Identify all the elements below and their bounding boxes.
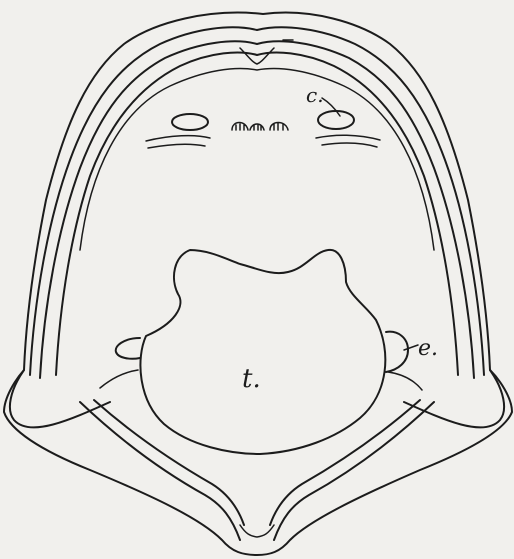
left-palatine-line bbox=[146, 136, 210, 141]
vomerine-teeth-left bbox=[232, 123, 248, 131]
eustachian-right bbox=[386, 332, 408, 372]
mandible-right-inner bbox=[270, 400, 420, 525]
eustachian-leader-line bbox=[404, 345, 418, 350]
choana-right bbox=[318, 111, 354, 129]
pharynx-right bbox=[388, 372, 422, 390]
right-palatine-line bbox=[316, 135, 380, 140]
eustachian-label: e. bbox=[418, 336, 438, 361]
choana-label: c. bbox=[306, 83, 324, 107]
tongue-label: t. bbox=[242, 364, 261, 394]
vomerine-teeth-middle bbox=[250, 124, 264, 130]
jaw-angle-left bbox=[10, 370, 110, 427]
eustachian-left bbox=[116, 338, 140, 359]
left-palatine-line-2 bbox=[148, 144, 205, 148]
palate-rim-line bbox=[80, 69, 434, 250]
pharynx-left bbox=[100, 370, 138, 388]
vomerine-teeth-right bbox=[270, 123, 288, 131]
choana-left bbox=[172, 114, 208, 130]
outer-jaw-outline bbox=[4, 13, 512, 555]
mandible-symphysis bbox=[240, 525, 274, 537]
jaw-angle-right bbox=[404, 370, 504, 427]
right-palatine-line-2 bbox=[322, 143, 377, 147]
upper-jaw-rim-1 bbox=[30, 27, 484, 375]
tongue-outline bbox=[140, 250, 385, 454]
mandible-left bbox=[80, 402, 240, 540]
